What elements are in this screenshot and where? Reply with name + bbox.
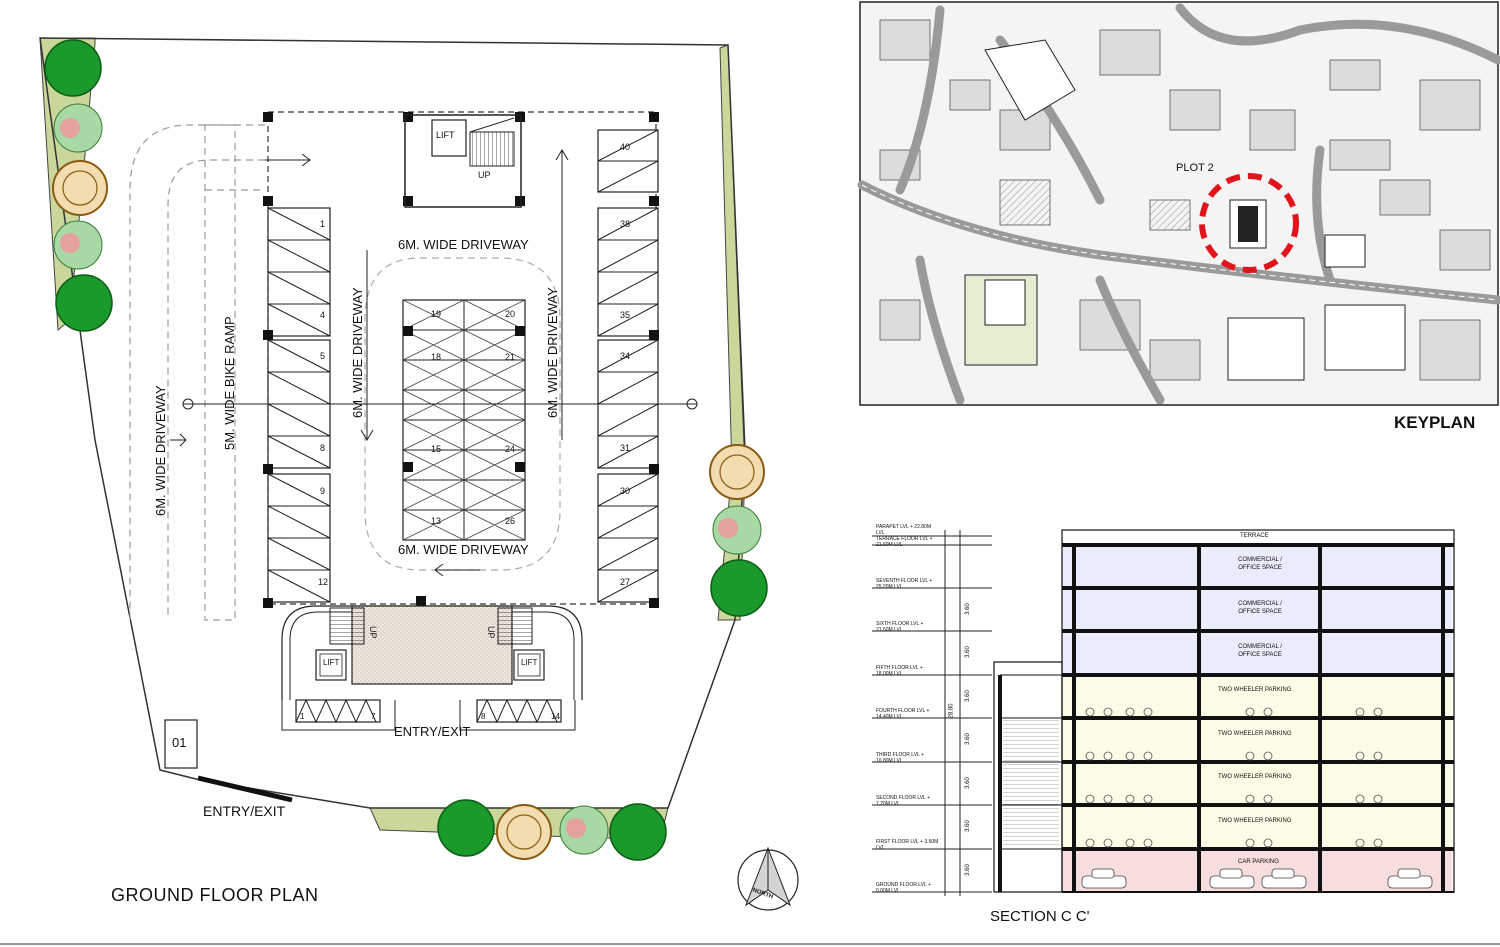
slot-number: 5 — [320, 351, 326, 361]
slot-number: 20 — [505, 309, 516, 319]
slot-number: 4 — [320, 310, 326, 320]
floor-height: 3.60 — [964, 777, 971, 789]
guard-room-label: 01 — [172, 735, 187, 750]
top-up-label: UP — [478, 170, 491, 180]
slot-number: 9 — [320, 486, 326, 496]
bike-icons — [1085, 707, 1383, 848]
keyplan-title: KEYPLAN — [1394, 413, 1476, 432]
keyplan-plots — [964, 39, 1406, 381]
entry-gate — [197, 775, 293, 803]
section-frame — [993, 529, 1455, 893]
slot-number: 31 — [620, 443, 631, 453]
level-label: SECOND FLOOR LVL + 7.20M LVL — [876, 795, 931, 807]
level-label: SIXTH FLOOR LVL + 21.60M LVL — [876, 621, 924, 633]
slot-number: 13 — [431, 516, 442, 526]
lift-left-label: LIFT — [323, 658, 340, 667]
bike-slot-number: 14 — [551, 712, 560, 721]
bike-slot-number: 8 — [481, 712, 486, 721]
level-label: TERRACE FLOOR LVL + 21.60M LVL — [876, 536, 933, 548]
floor-height: 3.60 — [964, 733, 971, 745]
floor-height: 3.60 — [964, 603, 971, 615]
slot-number: 21 — [505, 352, 516, 362]
floor-height: 3.60 — [964, 690, 971, 702]
car-icons — [1081, 868, 1433, 889]
keyplan — [857, 1, 1500, 406]
floor-label: TWO WHEELER PARKING — [1218, 774, 1292, 780]
slot-number: 35 — [620, 310, 631, 320]
driveway-top-label: 6M. WIDE DRIVEWAY — [398, 237, 529, 252]
driveway-inner-right-label: 6M. WIDE DRIVEWAY — [545, 287, 560, 418]
guard-room — [164, 719, 198, 769]
floor-label: TERRACE — [1240, 533, 1269, 539]
floor-label: COMMERCIAL / OFFICE SPACE — [1238, 644, 1282, 658]
structural-columns — [263, 112, 659, 608]
level-label: FIFTH FLOOR LVL + 18.00M LVL — [876, 665, 923, 677]
trees — [44, 39, 768, 861]
level-label: THIRD FLOOR LVL + 10.80M LVL — [876, 752, 924, 764]
floor-label: COMMERCIAL / OFFICE SPACE — [1238, 601, 1282, 615]
slot-number: 18 — [431, 352, 442, 362]
level-label: FIRST FLOOR LVL + 3.60M LVL — [876, 839, 939, 851]
top-lift-label: LIFT — [436, 130, 455, 140]
driveway-inner-left-label: 6M. WIDE DRIVEWAY — [350, 287, 365, 418]
slot-number: 34 — [620, 351, 631, 361]
entry-exit-gate-label: ENTRY/EXIT — [203, 803, 286, 819]
center-parking-bays — [402, 299, 526, 541]
slot-number: 1 — [320, 219, 326, 229]
total-height: 28.80 — [948, 703, 955, 719]
plot-2-marker — [1199, 173, 1299, 273]
level-label: GROUND FLOOR LVL + 0.00M LVL — [876, 882, 931, 894]
level-label: PARAPET LVL + 22.80M LVL — [876, 524, 931, 536]
flow-arrows — [170, 149, 698, 577]
floor-label: TWO WHEELER PARKING — [1218, 818, 1292, 824]
slot-number: 26 — [505, 516, 516, 526]
slot-number: 24 — [505, 444, 516, 454]
slot-number: 8 — [320, 443, 326, 453]
floor-label: TWO WHEELER PARKING — [1218, 687, 1292, 693]
ground-floor-plan-title: GROUND FLOOR PLAN — [111, 885, 319, 905]
plot-2-label: PLOT 2 — [1176, 162, 1214, 174]
floor-label: TWO WHEELER PARKING — [1218, 731, 1292, 737]
bike-ramp-outline — [204, 124, 236, 621]
section-cc — [872, 529, 1455, 896]
bike-ramp-label: 5M. WIDE BIKE RAMP — [222, 316, 237, 450]
slot-number: 27 — [620, 577, 631, 587]
outer-driveway-loop — [129, 124, 265, 620]
core-up-right-label: UP — [486, 626, 496, 639]
section-title: SECTION C C' — [990, 908, 1090, 925]
section-level-lines — [872, 530, 992, 896]
stair-section — [1003, 720, 1059, 845]
top-core — [404, 114, 522, 208]
floor-height: 3.60 — [964, 864, 971, 876]
slot-number: 15 — [431, 444, 442, 454]
floor-label: CAR PARKING — [1238, 859, 1279, 865]
left-parking-bays — [267, 207, 331, 603]
floor-label: COMMERCIAL / OFFICE SPACE — [1238, 557, 1282, 571]
ground-floor-plan — [39, 37, 799, 911]
entry-core — [281, 605, 583, 731]
level-label: SEVENTH FLOOR LVL + 25.20M LVL — [876, 578, 933, 590]
inner-driveway-loop — [167, 159, 265, 615]
slot-number: 38 — [620, 219, 631, 229]
driveway-outer-label: 6M. WIDE DRIVEWAY — [153, 385, 168, 516]
entry-exit-core-label: ENTRY/EXIT — [394, 724, 471, 739]
bike-slot-number: 7 — [371, 712, 376, 721]
lift-right-label: LIFT — [521, 658, 538, 667]
core-up-left-label: UP — [368, 626, 378, 639]
level-label: FOURTH FLOOR LVL + 14.40M LVL — [876, 708, 930, 720]
driveway-bottom-label: 6M. WIDE DRIVEWAY — [398, 542, 529, 557]
floor-height: 3.60 — [964, 820, 971, 832]
slot-number: 40 — [620, 142, 631, 152]
central-island-loop — [364, 257, 561, 571]
north-arrow — [737, 846, 799, 911]
slot-number: 12 — [318, 577, 329, 587]
floor-height: 3.60 — [964, 646, 971, 658]
bike-slot-number: 1 — [300, 712, 305, 721]
slot-number: 19 — [431, 309, 442, 319]
slot-number: 30 — [620, 486, 631, 496]
